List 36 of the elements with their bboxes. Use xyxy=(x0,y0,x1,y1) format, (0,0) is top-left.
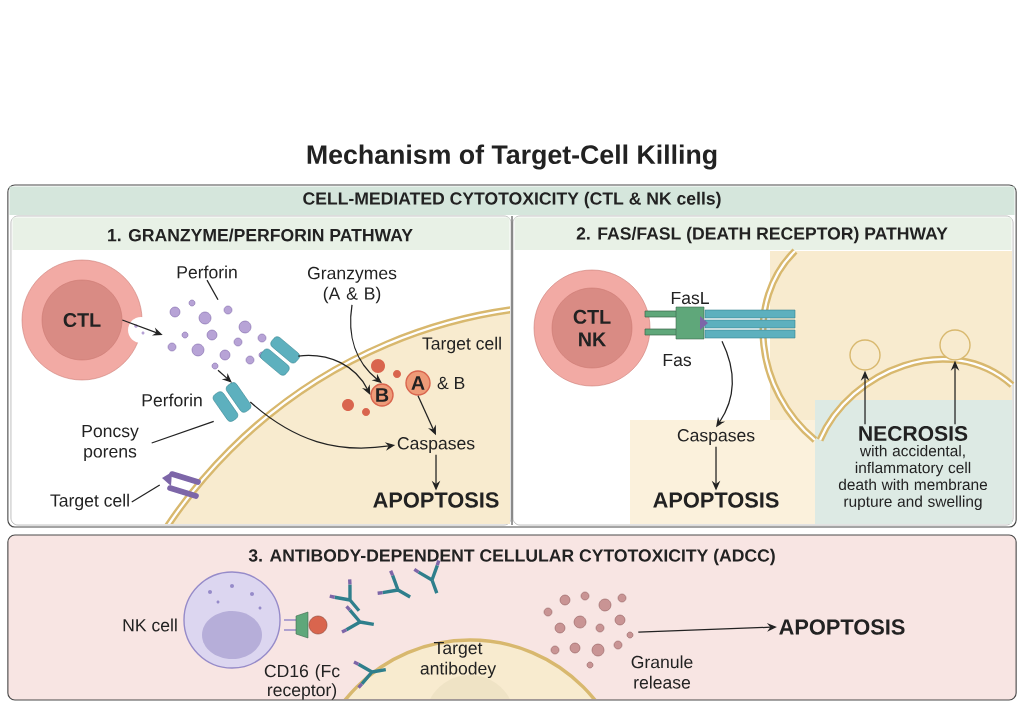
granule-label: Granule release xyxy=(631,655,693,689)
perforin-granules-drawing xyxy=(167,299,267,370)
leader-line xyxy=(206,279,219,301)
outcome-label: APOPTOSIS xyxy=(779,619,905,635)
outcome-label: APOPTOSIS xyxy=(653,492,779,508)
bead-label: & B xyxy=(437,376,465,390)
cell-label: NK cell xyxy=(123,618,177,632)
receptor-label: CD16 (Fc receptor) xyxy=(264,664,340,700)
fas-receptor-drawing xyxy=(644,306,796,340)
cell-label: Target cell xyxy=(422,336,501,354)
pore-channel-drawing xyxy=(212,382,252,422)
membrane-bleb xyxy=(939,329,971,361)
ctl-nk-cell: CTL NK xyxy=(533,269,651,387)
leader-line xyxy=(131,484,161,503)
cell-label: Target antibodey xyxy=(420,641,497,679)
necrosis-text: NECROSIS with accidental, inflammatory cell death with membrane rupture and swelling xyxy=(838,426,988,510)
outcome-label: APOPTOSIS xyxy=(373,492,499,508)
ctl-cell: CTL xyxy=(21,259,154,381)
pore-label: Poncsy porens xyxy=(82,424,139,462)
ligand-label: FasL xyxy=(671,291,709,305)
caspases-label: Caspases xyxy=(397,437,475,453)
arrow xyxy=(297,354,371,395)
granzyme-bead: A xyxy=(405,370,431,396)
granzymes-label: Granzymes (A & B) xyxy=(307,266,397,304)
cell-label: Target cell xyxy=(50,493,129,511)
receptor-label: Fas xyxy=(663,353,692,367)
perforin-label: Perforin xyxy=(177,265,237,279)
caspases-label: Caspases xyxy=(677,429,755,445)
perforin-label: Perforin xyxy=(142,393,202,407)
pore-channel-drawing xyxy=(260,336,300,376)
membrane-bleb xyxy=(849,339,881,371)
receptor-drawing xyxy=(162,471,201,499)
arrow xyxy=(217,369,232,383)
leader-line xyxy=(151,420,215,444)
title: Mechanism of Target-Cell Killing xyxy=(307,144,717,170)
granzyme-bead: B xyxy=(370,383,394,407)
